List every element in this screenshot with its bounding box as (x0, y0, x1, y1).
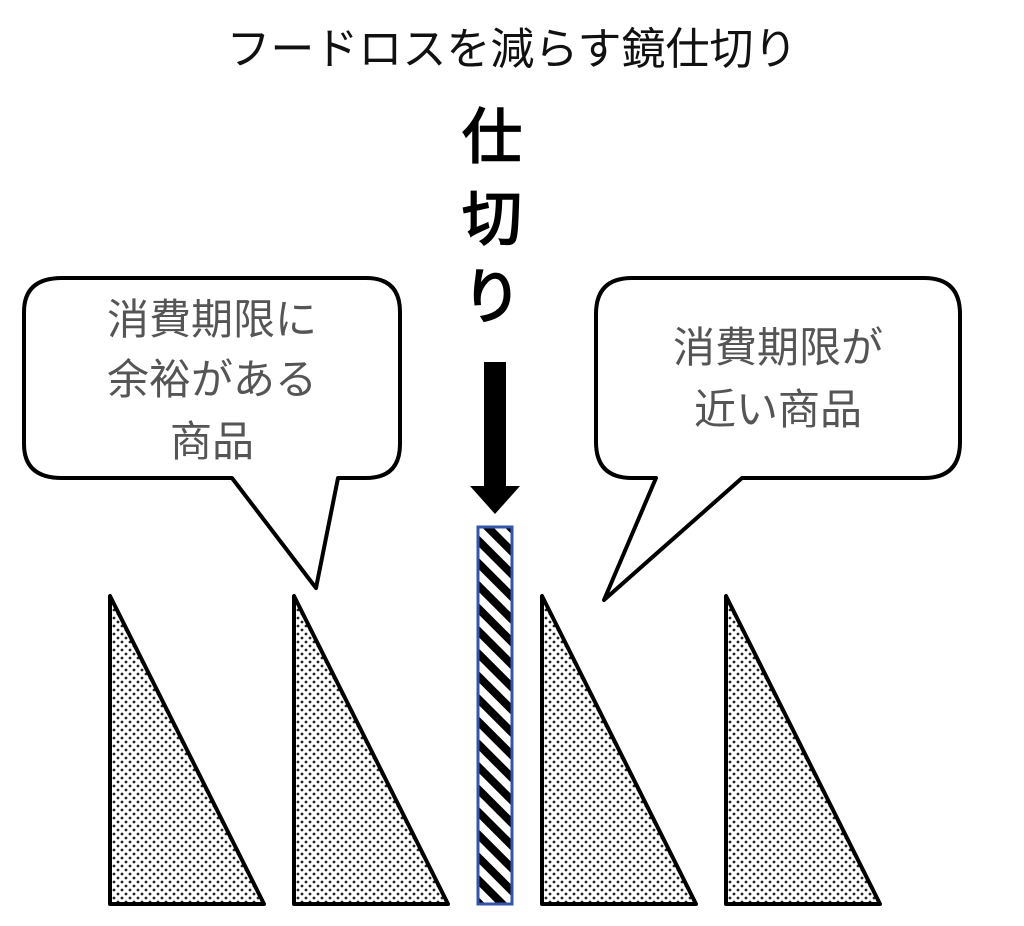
partition-label: 仕 切 り (462, 103, 522, 333)
partition-label-line-2: 切 (462, 185, 522, 255)
diagram-title: フードロスを減らす鏡仕切り (226, 24, 797, 75)
bubble-right-line-2: 近い商品 (694, 385, 862, 434)
speech-bubble-left: 消費期限に 余裕がある 商品 (22, 276, 402, 590)
mirror-partition (476, 525, 514, 906)
down-arrow-icon (470, 362, 520, 514)
product-triangle-2 (292, 594, 450, 906)
bubble-left-line-3: 商品 (170, 417, 254, 466)
product-triangle-4 (724, 594, 882, 906)
product-triangle-3 (540, 594, 698, 906)
bubble-left-line-1: 消費期限に (107, 295, 317, 344)
partition-label-line-3: り (462, 263, 522, 333)
bubble-left-line-2: 余裕がある (107, 355, 317, 404)
product-triangle-1 (108, 594, 266, 906)
bubble-right-line-1: 消費期限が (673, 323, 883, 372)
partition-label-line-1: 仕 (462, 103, 522, 173)
speech-bubble-right: 消費期限が 近い商品 (594, 276, 962, 602)
